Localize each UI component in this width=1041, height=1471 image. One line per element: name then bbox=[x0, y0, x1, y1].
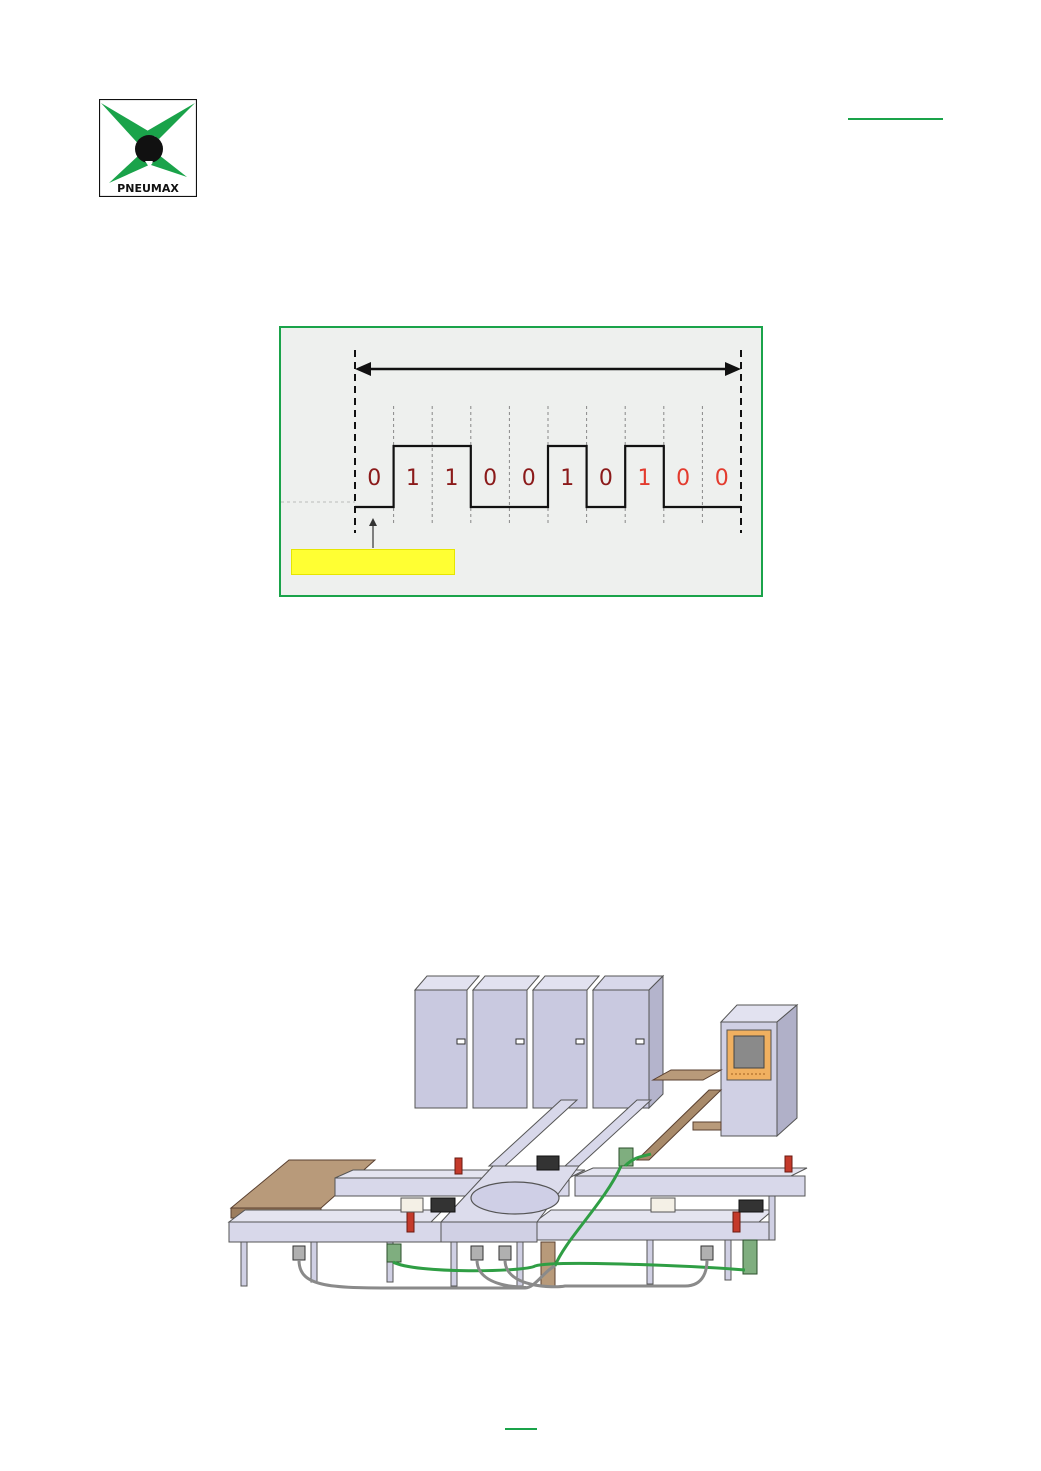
square-wave bbox=[355, 444, 741, 509]
bit-label: 0 bbox=[715, 466, 729, 491]
sensor bbox=[406, 1211, 415, 1233]
sensors bbox=[406, 1155, 793, 1233]
power-cable bbox=[297, 1259, 556, 1290]
arrow-head-left bbox=[355, 362, 371, 376]
bit-label: 0 bbox=[483, 466, 497, 491]
cabinet bbox=[471, 975, 541, 1109]
rotary-table bbox=[470, 1181, 560, 1215]
bit-label: 1 bbox=[560, 466, 574, 491]
bit-label: 0 bbox=[599, 466, 613, 491]
start-bit-marker bbox=[291, 549, 455, 575]
cabinet bbox=[591, 974, 665, 1110]
bit-label: 1 bbox=[406, 466, 420, 491]
cabinet bbox=[413, 975, 481, 1109]
sensor bbox=[454, 1157, 463, 1175]
control-cabinets bbox=[413, 974, 665, 1110]
header-rule bbox=[848, 118, 943, 120]
fieldbus-cable bbox=[392, 1260, 746, 1273]
bit-label: 0 bbox=[522, 466, 536, 491]
sensor bbox=[784, 1155, 793, 1173]
operator-terminal bbox=[719, 1003, 799, 1138]
bit-label: 0 bbox=[676, 466, 690, 491]
io-module bbox=[742, 1239, 758, 1275]
pneumax-logo-mark: PNEUMAX bbox=[98, 98, 198, 198]
arrow-head-right bbox=[725, 362, 741, 376]
automation-plant-illustration bbox=[225, 970, 815, 1300]
sensor bbox=[732, 1211, 741, 1233]
io-module bbox=[386, 1243, 402, 1263]
bit-label: 0 bbox=[367, 466, 381, 491]
pneumax-logo: PNEUMAX bbox=[98, 98, 198, 198]
screen-icon bbox=[733, 1035, 765, 1069]
bit-label: 1 bbox=[445, 466, 459, 491]
cabinet bbox=[531, 975, 601, 1109]
footer-rule bbox=[505, 1428, 537, 1430]
logo-wordmark: PNEUMAX bbox=[117, 182, 179, 195]
bit-label: 1 bbox=[638, 466, 652, 491]
